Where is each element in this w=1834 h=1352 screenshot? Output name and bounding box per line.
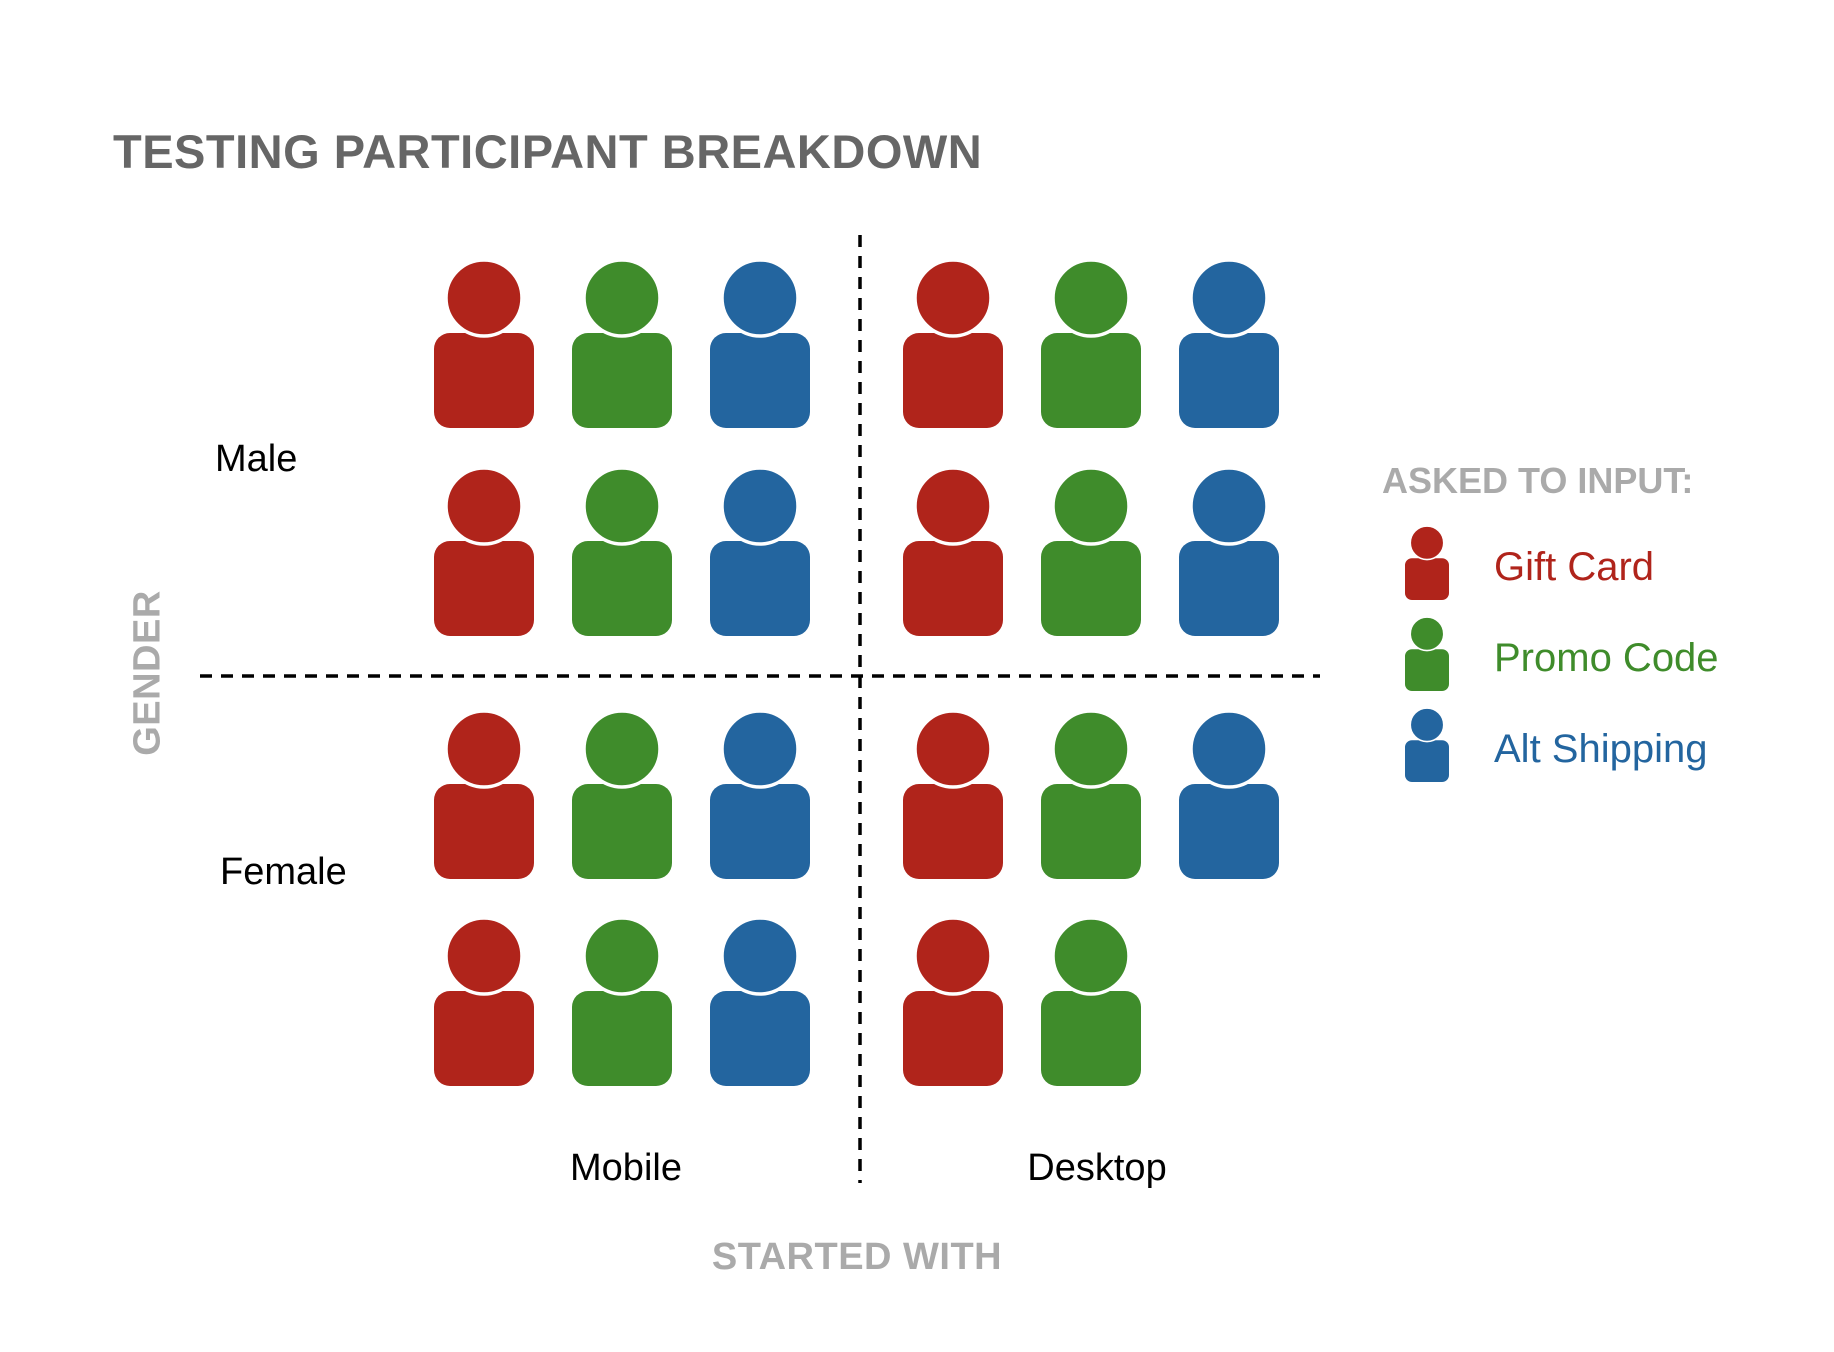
person-female-mobile-alt-shipping bbox=[710, 709, 810, 879]
x-axis-title: STARTED WITH bbox=[711, 1236, 1003, 1278]
person-male-mobile-alt-shipping bbox=[710, 466, 810, 636]
person-male-desktop-alt-shipping bbox=[1179, 466, 1279, 636]
person-male-mobile-promo-code bbox=[572, 466, 672, 636]
person-female-desktop-gift-card bbox=[903, 916, 1003, 1086]
person-female-desktop-gift-card bbox=[903, 709, 1003, 879]
person-female-mobile-promo-code bbox=[572, 916, 672, 1086]
person-male-mobile-gift-card bbox=[434, 466, 534, 636]
person-female-mobile-alt-shipping bbox=[710, 916, 810, 1086]
y-axis-title: GENDER bbox=[126, 590, 169, 756]
person-female-mobile-gift-card bbox=[434, 709, 534, 879]
row-label-female: Female bbox=[220, 851, 347, 893]
col-label-mobile: Mobile bbox=[570, 1147, 682, 1189]
legend-label-promo-code: Promo Code bbox=[1494, 636, 1719, 680]
person-male-desktop-promo-code bbox=[1041, 258, 1141, 428]
people-group bbox=[434, 258, 1279, 1086]
person-female-mobile-gift-card bbox=[434, 916, 534, 1086]
legend-label-alt-shipping: Alt Shipping bbox=[1494, 727, 1708, 771]
row-label-male: Male bbox=[215, 438, 298, 480]
person-male-mobile-gift-card bbox=[434, 258, 534, 428]
person-male-desktop-promo-code bbox=[1041, 466, 1141, 636]
legend-icon-alt-shipping bbox=[1405, 707, 1449, 783]
legend-title: ASKED TO INPUT: bbox=[1382, 460, 1694, 501]
person-male-mobile-alt-shipping bbox=[710, 258, 810, 428]
legend-icon-promo-code bbox=[1405, 616, 1449, 692]
person-male-mobile-promo-code bbox=[572, 258, 672, 428]
person-male-desktop-gift-card bbox=[903, 466, 1003, 636]
legend-icons bbox=[1405, 525, 1449, 783]
person-female-desktop-promo-code bbox=[1041, 916, 1141, 1086]
chart-title: TESTING PARTICIPANT BREAKDOWN bbox=[113, 125, 983, 178]
person-female-desktop-alt-shipping bbox=[1179, 709, 1279, 879]
person-female-desktop-promo-code bbox=[1041, 709, 1141, 879]
legend-label-gift-card: Gift Card bbox=[1494, 545, 1655, 589]
person-female-mobile-promo-code bbox=[572, 709, 672, 879]
person-male-desktop-gift-card bbox=[903, 258, 1003, 428]
col-label-desktop: Desktop bbox=[1027, 1147, 1167, 1189]
person-male-desktop-alt-shipping bbox=[1179, 258, 1279, 428]
legend-icon-gift-card bbox=[1405, 525, 1449, 601]
